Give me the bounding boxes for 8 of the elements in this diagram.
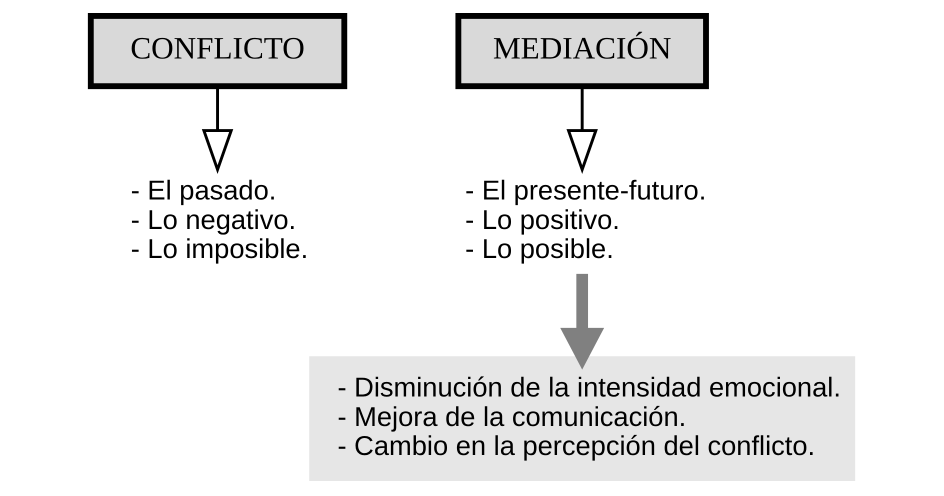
node-text: - El pasado. - Lo negativo. - Lo imposible. <box>130 174 308 264</box>
node-text: - El presente-futuro. - Lo positivo. - Lo posible. <box>464 174 706 264</box>
arrow <box>560 274 604 370</box>
arrow <box>566 86 598 174</box>
node-box: CONFLICTO <box>87 13 347 90</box>
node-box: - Disminución de la intensidad emocional. - Mejora de la comunicación. - Cambio en la percepción del conflicto. <box>308 356 855 482</box>
node-box: MEDIACIÓN <box>454 13 708 90</box>
arrow <box>201 86 233 174</box>
